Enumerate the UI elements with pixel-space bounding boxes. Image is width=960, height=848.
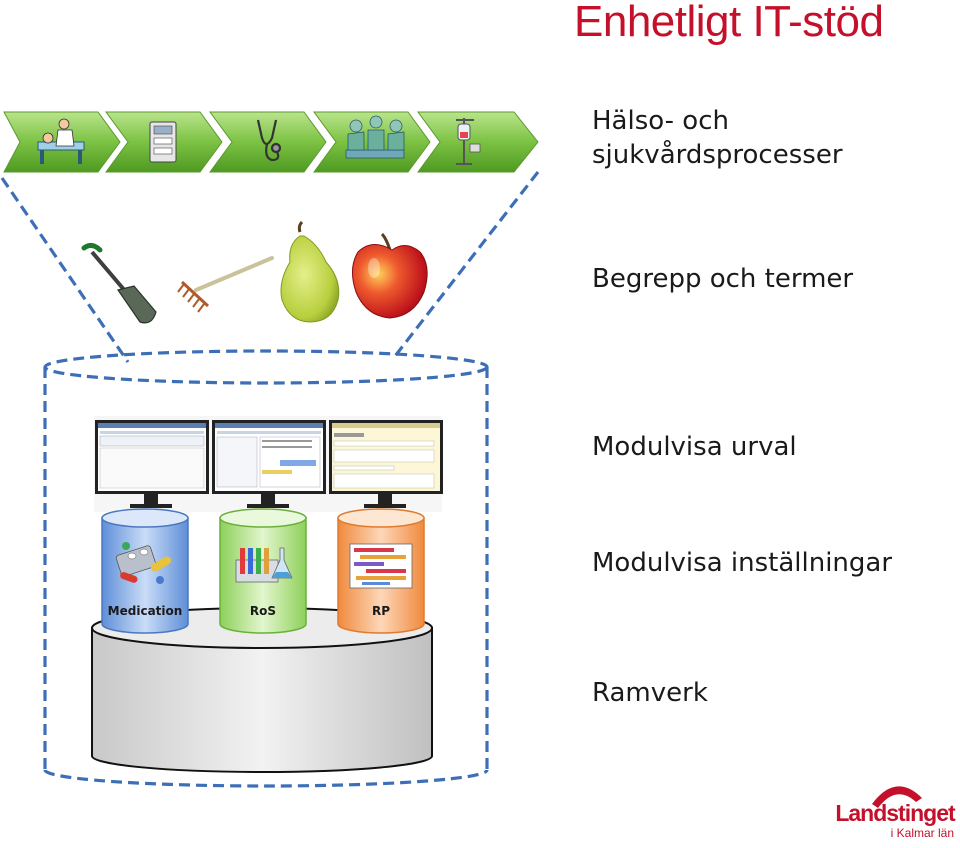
layer-label-concepts: Begrepp och termer [592, 264, 854, 294]
surgery-team-icon [345, 115, 405, 159]
layer-label-selection: Modulvisa urval [592, 432, 797, 462]
layer-label-processes: Hälso- och sjukvårdsprocesser [592, 104, 843, 172]
processes-line-1: Hälso- och [592, 106, 729, 136]
layer-label-framework: Ramverk [592, 678, 708, 708]
framework-cylinder [43, 349, 489, 788]
processes-line-2: sjukvårdsprocesser [592, 140, 843, 170]
medical-device-icon [149, 121, 177, 163]
page-title: Enhetligt IT-stöd [574, 0, 884, 46]
module-label-medication: Medication [108, 604, 183, 618]
gantt-chart-icon [349, 543, 413, 589]
process-chain [3, 111, 539, 173]
funnel-lines [0, 171, 540, 363]
rake-icon [177, 256, 274, 313]
stethoscope-icon [256, 119, 282, 162]
lab-equipment-icon [235, 547, 293, 583]
logo-arch [872, 786, 922, 808]
pear-icon [280, 220, 340, 323]
pills-icon [115, 542, 172, 584]
module-ros: RoS [219, 508, 307, 634]
module-label-rp: RP [372, 604, 390, 618]
module-label-ros: RoS [250, 604, 276, 618]
monitor-screens [94, 416, 443, 512]
module-rp: RP [337, 508, 425, 634]
logo-subtitle: i Kalmar län [890, 826, 954, 840]
patient-care-icon [37, 118, 85, 164]
shovel-icon [81, 242, 157, 324]
module-medication: Medication [101, 508, 189, 634]
layer-label-settings: Modulvisa inställningar [592, 548, 893, 578]
iv-drip-icon [456, 118, 481, 165]
logo-name: Landstinget [835, 800, 955, 826]
apple-icon [352, 232, 428, 319]
